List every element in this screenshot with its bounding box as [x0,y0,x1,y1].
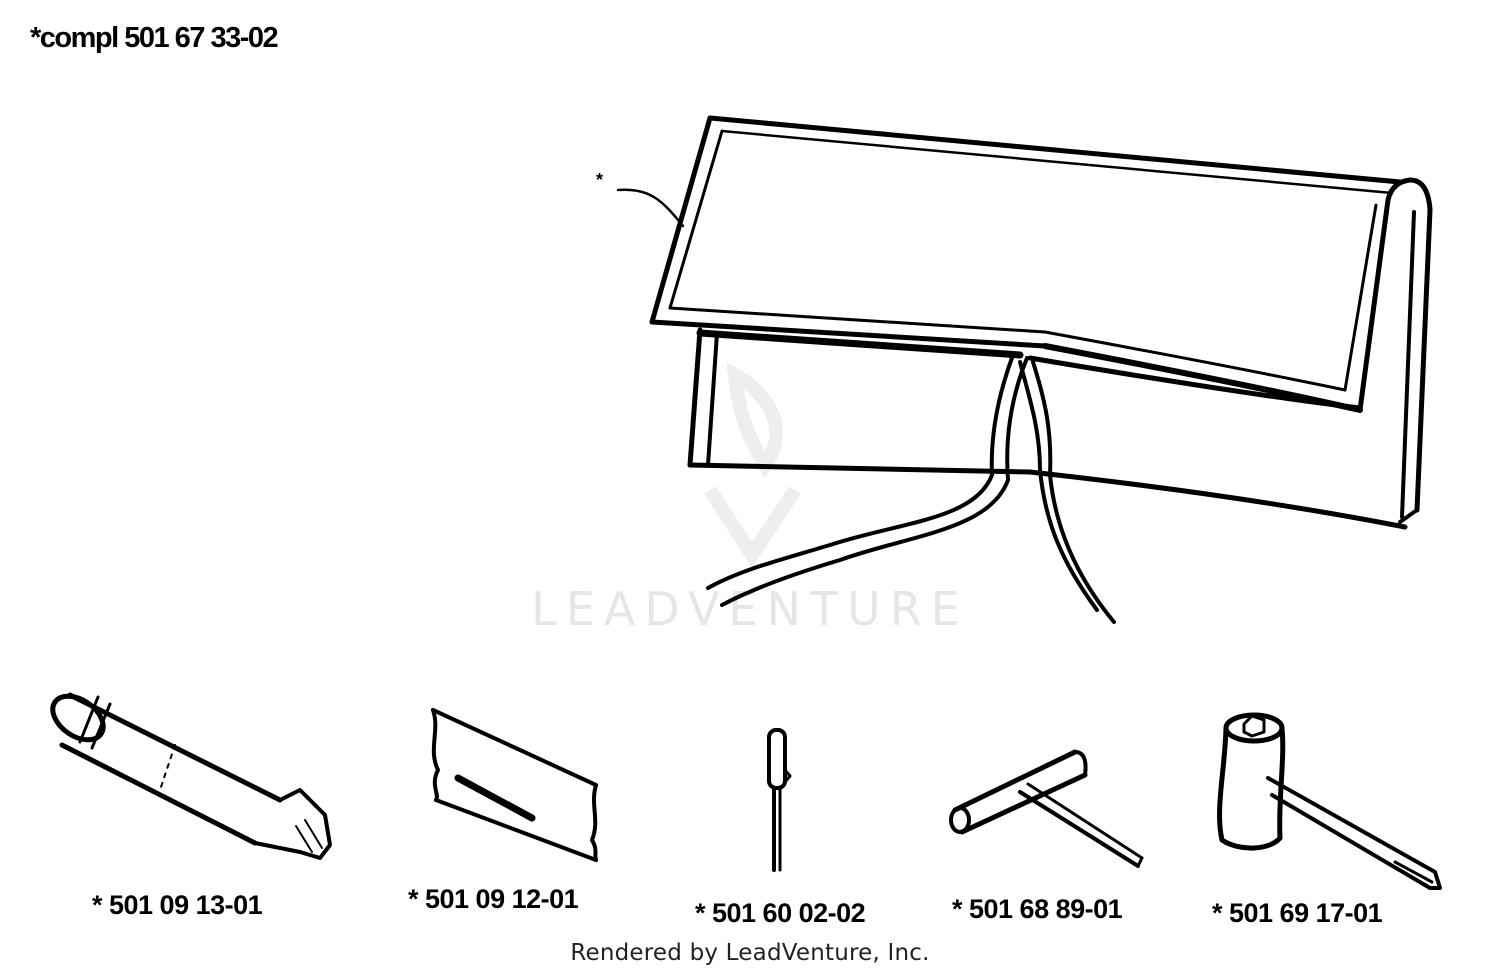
part-number-combination-wrench: * 501 69 17-01 [1212,898,1383,928]
rendered-by-credit: Rendered by LeadVenture, Inc. [570,940,930,966]
kit-callout-marker: * [596,170,603,190]
part-number-grease-tube: * 501 09 13-01 [92,890,263,920]
watermark-text: LEADVENTURE [531,582,969,636]
part-number-manual: * 501 09 12-01 [408,884,579,914]
kit-part-number: *compl 501 67 33-02 [30,22,279,54]
part-number-t-wrench: * 501 68 89-01 [952,894,1123,924]
part-number-screwdriver: * 501 60 02-02 [695,898,866,928]
